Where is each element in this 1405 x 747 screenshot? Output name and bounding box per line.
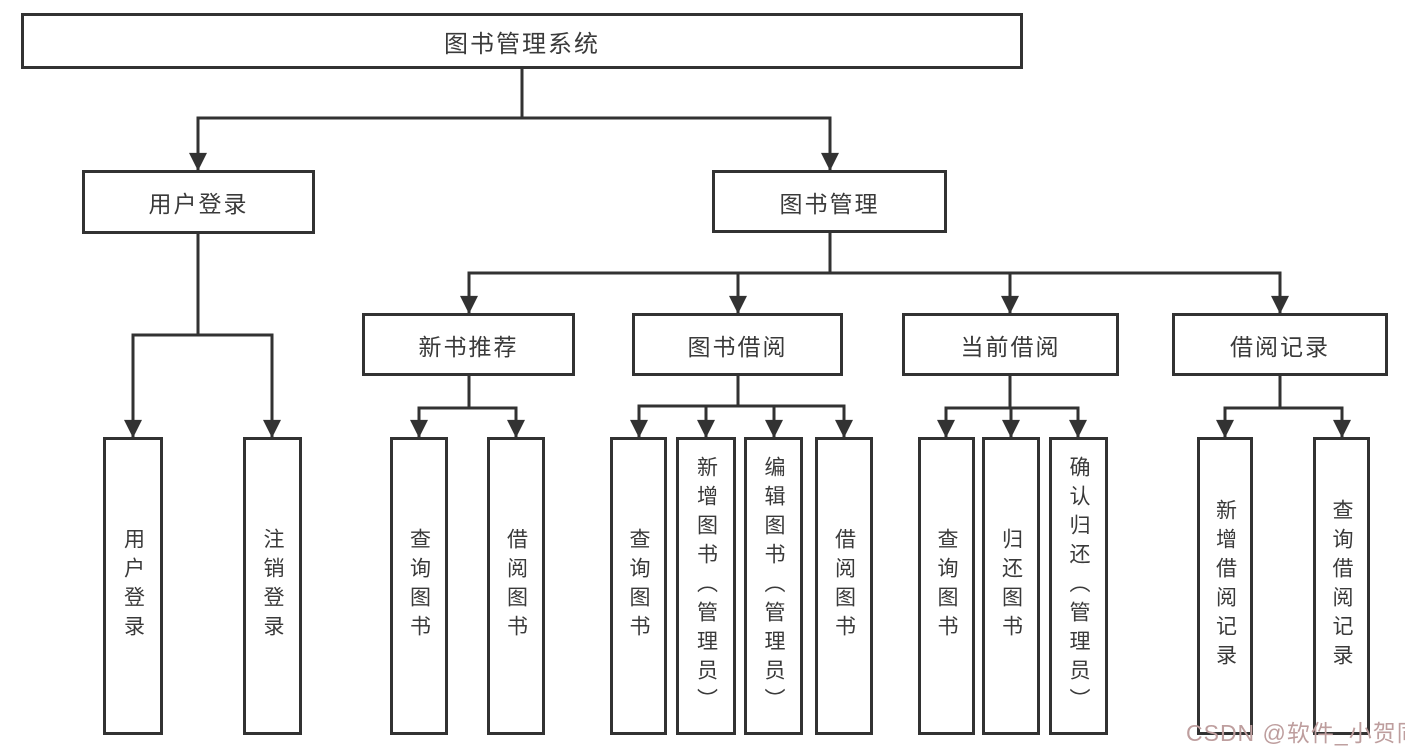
connector-book-mgmt-rail [467, 231, 1282, 275]
leaf-query-book-1: 查询图书 [390, 437, 448, 735]
node-book-mgmt: 图书管理 [712, 170, 947, 233]
leaf-query-book-2-label: 查询图书 [627, 528, 651, 644]
leaf-edit-book-label: 编辑图书（管理员） [762, 455, 786, 717]
leaf-query-book-1-label: 查询图书 [407, 528, 431, 644]
leaf-edit-book: 编辑图书（管理员） [744, 437, 803, 735]
leaf-user-login-label: 用户登录 [121, 528, 145, 644]
leaf-return-book: 归还图书 [982, 437, 1040, 735]
node-current-borrow-label: 当前借阅 [960, 333, 1061, 360]
csdn-watermark: CSDN @软件_小贺同学 [1186, 720, 1405, 746]
leaf-borrow-book-1: 借阅图书 [487, 437, 545, 735]
leaf-query-book-3: 查询图书 [918, 437, 975, 735]
node-user-login: 用户登录 [82, 170, 315, 234]
node-root: 图书管理系统 [21, 13, 1023, 69]
connector-root-rail [196, 67, 832, 120]
leaf-borrow-book-2-label: 借阅图书 [832, 528, 856, 644]
leaf-logout: 注销登录 [243, 437, 302, 735]
leaf-add-borrow-record-label: 新增借阅记录 [1213, 499, 1237, 673]
node-book-borrow-label: 图书借阅 [687, 333, 788, 360]
leaf-query-borrow-record-label: 查询借阅记录 [1330, 499, 1354, 673]
leaf-query-book-2: 查询图书 [610, 437, 667, 735]
connector-book-borrow-rail [637, 374, 846, 408]
node-borrow-records: 借阅记录 [1172, 313, 1388, 376]
connector-current-borrow-rail [944, 374, 1080, 410]
connector-new-book-rec-rail [417, 374, 518, 410]
connector-borrow-records-rail [1223, 374, 1344, 410]
leaf-add-book-label: 新增图书（管理员） [694, 455, 718, 717]
leaf-add-borrow-record: 新增借阅记录 [1197, 437, 1253, 735]
node-book-borrow: 图书借阅 [632, 313, 843, 376]
leaf-user-login: 用户登录 [103, 437, 163, 735]
node-new-book-rec-label: 新书推荐 [418, 333, 519, 360]
leaf-query-book-3-label: 查询图书 [935, 528, 959, 644]
node-user-login-label: 用户登录 [148, 191, 249, 217]
node-new-book-rec: 新书推荐 [362, 313, 575, 376]
connector-user-login-rail [131, 232, 274, 337]
leaf-confirm-return-label: 确认归还（管理员） [1067, 455, 1091, 717]
node-root-label: 图书管理系统 [444, 30, 600, 58]
leaf-confirm-return: 确认归还（管理员） [1049, 437, 1108, 735]
leaf-borrow-book-2: 借阅图书 [815, 437, 873, 735]
leaf-add-book: 新增图书（管理员） [676, 437, 736, 735]
node-book-mgmt-label: 图书管理 [779, 190, 880, 217]
leaf-logout-label: 注销登录 [261, 528, 285, 644]
leaf-return-book-label: 归还图书 [999, 528, 1023, 644]
node-borrow-records-label: 借阅记录 [1230, 333, 1330, 360]
node-current-borrow: 当前借阅 [902, 313, 1119, 376]
leaf-borrow-book-1-label: 借阅图书 [504, 528, 528, 644]
leaf-query-borrow-record: 查询借阅记录 [1313, 437, 1370, 735]
